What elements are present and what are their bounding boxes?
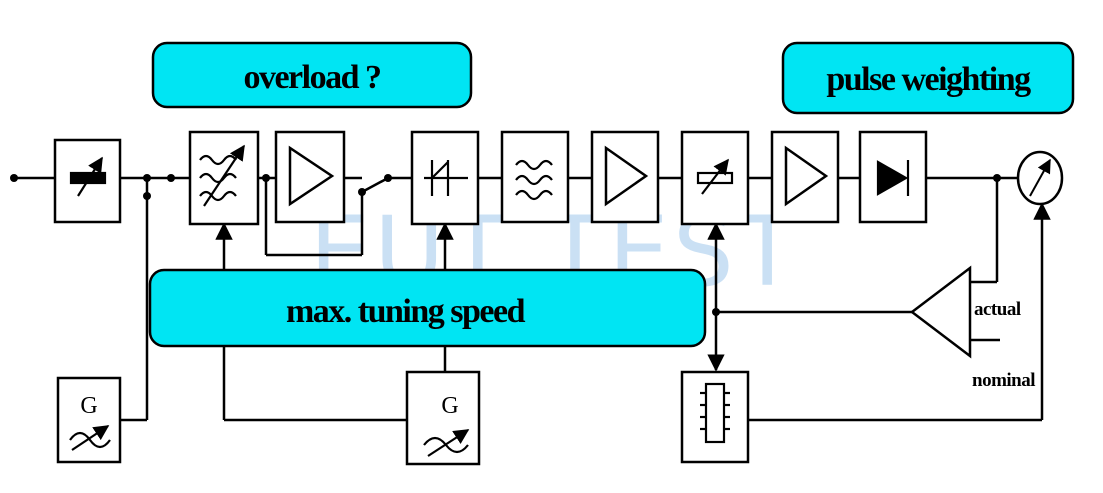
junction-dot bbox=[143, 192, 151, 200]
amplifier-triangle-icon bbox=[784, 145, 829, 207]
input-terminal bbox=[10, 174, 18, 182]
bandpass-block bbox=[500, 130, 570, 224]
bandpass-filter-icon bbox=[515, 159, 553, 171]
pulse-weighting-label: pulse weighting bbox=[826, 61, 1031, 98]
meter-needle bbox=[1029, 158, 1051, 197]
generator-block-mid bbox=[405, 370, 481, 466]
nominal-label: nominal bbox=[972, 370, 1035, 391]
amplifier-triangle-icon bbox=[604, 145, 649, 207]
filter-tuning-arrow bbox=[203, 144, 245, 207]
generator-mid-label: G bbox=[441, 393, 458, 419]
variable-attenuator-icon bbox=[69, 171, 107, 185]
junction-dot bbox=[262, 174, 270, 182]
switch-contact bbox=[384, 174, 392, 182]
comparator-triangle-icon bbox=[909, 265, 972, 359]
switch-arm bbox=[361, 176, 389, 194]
generator-sweep-arrow bbox=[71, 425, 110, 451]
junction-dot bbox=[143, 174, 151, 182]
junction-dot bbox=[993, 174, 1001, 182]
generator-block-left bbox=[56, 376, 122, 464]
bandpass-wave bbox=[515, 174, 553, 186]
filter-wave bbox=[199, 190, 237, 202]
tuning-speed-callout bbox=[148, 268, 707, 348]
generator-left-label: G bbox=[80, 393, 97, 419]
junction-dot bbox=[712, 308, 720, 316]
actual-label: actual bbox=[974, 299, 1021, 320]
variable-gain-arrow bbox=[701, 158, 729, 195]
attenuator-block bbox=[53, 138, 122, 224]
generator-sweep-arrow bbox=[427, 429, 470, 457]
switch-contact bbox=[358, 188, 366, 196]
integrated-circuit-icon bbox=[704, 382, 726, 444]
filter-wave bbox=[199, 172, 237, 184]
tuning-speed-label: max. tuning speed bbox=[286, 293, 526, 330]
junction-dot bbox=[167, 174, 175, 182]
overload-label: overload ? bbox=[243, 59, 380, 96]
overload-callout bbox=[151, 41, 473, 109]
amplifier-triangle-icon bbox=[288, 145, 335, 207]
bandpass-wave bbox=[515, 189, 553, 201]
mixer-line bbox=[431, 161, 449, 179]
pulse-weighting-callout bbox=[781, 41, 1075, 115]
diode-detector-icon bbox=[876, 160, 909, 196]
attenuator-arrow bbox=[77, 156, 103, 197]
sweep-generator-icon bbox=[69, 431, 111, 449]
